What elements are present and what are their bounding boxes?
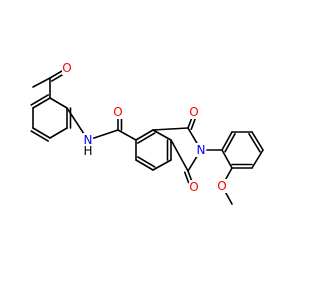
atom-label-o_top: O <box>189 105 198 119</box>
bond-line <box>221 131 233 151</box>
bond-line-second <box>30 94 50 106</box>
bond-p6-o_ether <box>224 167 233 182</box>
atom-label-background <box>113 105 123 119</box>
bond-p6-p1 <box>221 149 233 169</box>
bond-line-second <box>136 156 156 168</box>
bond-c_top-o_top <box>187 116 196 131</box>
atom-label-n_amide: N <box>84 133 93 147</box>
bond-line <box>135 159 154 171</box>
atom-label-o_ket: O <box>62 61 71 75</box>
atom-label-background <box>83 133 93 147</box>
bond-me1-c_acyl <box>32 77 51 88</box>
bond-line <box>152 127 189 131</box>
bond-layer <box>30 70 264 205</box>
bond-c_amide-b1 <box>117 129 137 141</box>
bond-b2-b3 <box>152 129 172 141</box>
bond-b4-b5 <box>152 159 172 171</box>
bond-n_amide-c_amide <box>92 129 119 139</box>
atom-label-background <box>189 105 199 119</box>
bond-c_bot-o_bot <box>183 170 193 184</box>
bond-p5-p6 <box>231 163 253 169</box>
bond-b2-c_top <box>152 127 189 131</box>
bond-line-second <box>224 132 236 153</box>
bond-a6-a1 <box>49 97 68 109</box>
bond-line <box>187 154 199 172</box>
bond-line-second <box>248 133 261 153</box>
atom-label-background <box>196 143 206 157</box>
bond-line-second <box>30 130 50 142</box>
atom-label-background <box>83 144 93 158</box>
background <box>0 0 300 300</box>
bond-line <box>49 97 68 109</box>
bond-line <box>224 167 233 182</box>
bond-b5-b6 <box>135 156 156 171</box>
bond-a5-a6 <box>66 107 72 129</box>
atom-label-n_imide: N <box>197 143 206 157</box>
bond-line <box>32 77 51 88</box>
bond-line <box>187 116 193 129</box>
bond-line <box>152 159 172 171</box>
bond-p3-p4 <box>248 131 264 153</box>
bond-line <box>92 129 119 139</box>
bond-line <box>251 149 264 169</box>
bond-line <box>32 127 51 139</box>
bond-a1-a2 <box>30 94 51 109</box>
bond-line <box>66 107 86 136</box>
bond-line-second <box>136 132 156 144</box>
atom-label-o_ether: O <box>217 179 226 193</box>
atom-label-o_bot: O <box>189 180 198 194</box>
bond-p4-p5 <box>251 149 264 169</box>
bond-c_acyl-o_ket <box>49 70 65 82</box>
atom-label-background <box>62 61 72 75</box>
bond-line <box>49 70 63 79</box>
bond-n_imide-c_bot <box>187 154 199 172</box>
bond-line <box>32 97 51 109</box>
atom-label-h_amide: H <box>83 144 92 158</box>
bond-a3-a4 <box>30 127 51 142</box>
bond-b1-b2 <box>135 129 156 144</box>
bond-line-second <box>183 171 190 184</box>
bond-p1-p2 <box>221 131 236 153</box>
bond-o_ether-me2 <box>224 190 233 205</box>
bond-c_amide-o_amide <box>117 117 123 131</box>
bond-line <box>152 129 172 141</box>
bond-line <box>170 139 189 172</box>
bond-line <box>187 127 199 146</box>
bond-line <box>221 149 233 169</box>
bond-line <box>224 190 233 205</box>
bond-line-second <box>190 118 196 131</box>
bond-line <box>135 129 154 141</box>
bond-line <box>187 170 193 183</box>
bond-line <box>117 129 137 141</box>
bond-line-second <box>50 73 65 82</box>
atom-label-o_amide: O <box>113 105 122 119</box>
bond-c_bot-b3 <box>170 139 189 172</box>
bond-b3-b4 <box>166 139 172 161</box>
atom-label-background <box>217 179 227 193</box>
atom-label-background <box>189 180 199 194</box>
bond-a4-a5 <box>49 127 68 139</box>
bond-a6-n_amide <box>66 107 86 136</box>
bond-line <box>251 131 264 151</box>
bond-c_top-n_imide <box>187 127 199 146</box>
bond-line <box>49 127 68 139</box>
